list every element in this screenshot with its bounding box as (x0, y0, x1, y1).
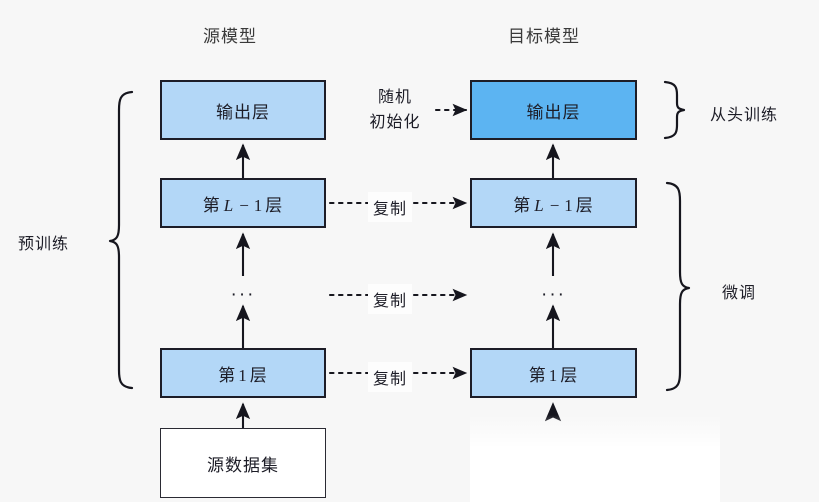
random-init-label: 随机 初始化 (355, 85, 435, 135)
math-number-1: 1 (253, 195, 264, 215)
pretrain-label: 预训练 (18, 236, 70, 253)
copy-label-layer-lminus1: 复制 (368, 192, 413, 222)
target-dataset-fade-mask (470, 415, 720, 502)
text-prefix: 第 (218, 365, 237, 385)
math-operator-minus: − (239, 195, 250, 215)
train-from-scratch-brace (663, 80, 686, 140)
random-init-line-1: 随机 (377, 89, 412, 106)
copy-label-ellipsis: 复制 (368, 284, 413, 314)
source-dataset-label: 源数据集 (207, 455, 279, 475)
text-prefix: 第 (202, 195, 221, 215)
text-suffix: 层 (560, 365, 579, 385)
math-number-1: 1 (548, 365, 559, 385)
math-variable-L: L (223, 195, 235, 215)
random-init-line-2: 初始化 (369, 114, 421, 131)
text-suffix: 层 (575, 195, 594, 215)
train-from-scratch-label: 从头训练 (710, 107, 779, 124)
math-variable-L: L (534, 195, 545, 215)
target-output-layer-label: 输出层 (526, 102, 581, 122)
target-output-layer-box[interactable]: 输出层 (470, 80, 637, 140)
math-number-1: 1 (564, 195, 574, 215)
pretrain-brace (108, 90, 134, 390)
target-ellipsis: ··· (541, 284, 566, 305)
text-suffix: 层 (265, 195, 284, 215)
text-prefix: 第 (513, 195, 532, 215)
source-dataset-box[interactable]: 源数据集 (160, 428, 326, 498)
math-number-1: 1 (238, 365, 248, 385)
source-ellipsis: ··· (230, 284, 256, 305)
source-output-layer-box[interactable]: 输出层 (160, 80, 326, 140)
source-model-title: 源模型 (203, 27, 257, 46)
source-output-layer-label: 输出层 (216, 102, 270, 122)
finetune-brace (665, 181, 691, 392)
text-suffix: 层 (249, 365, 268, 385)
finetune-label: 微调 (722, 285, 757, 302)
copy-label-layer-1: 复制 (368, 362, 413, 392)
target-model-title: 目标模型 (508, 27, 580, 46)
text-prefix: 第 (528, 365, 547, 385)
math-operator-minus: − (549, 195, 561, 215)
